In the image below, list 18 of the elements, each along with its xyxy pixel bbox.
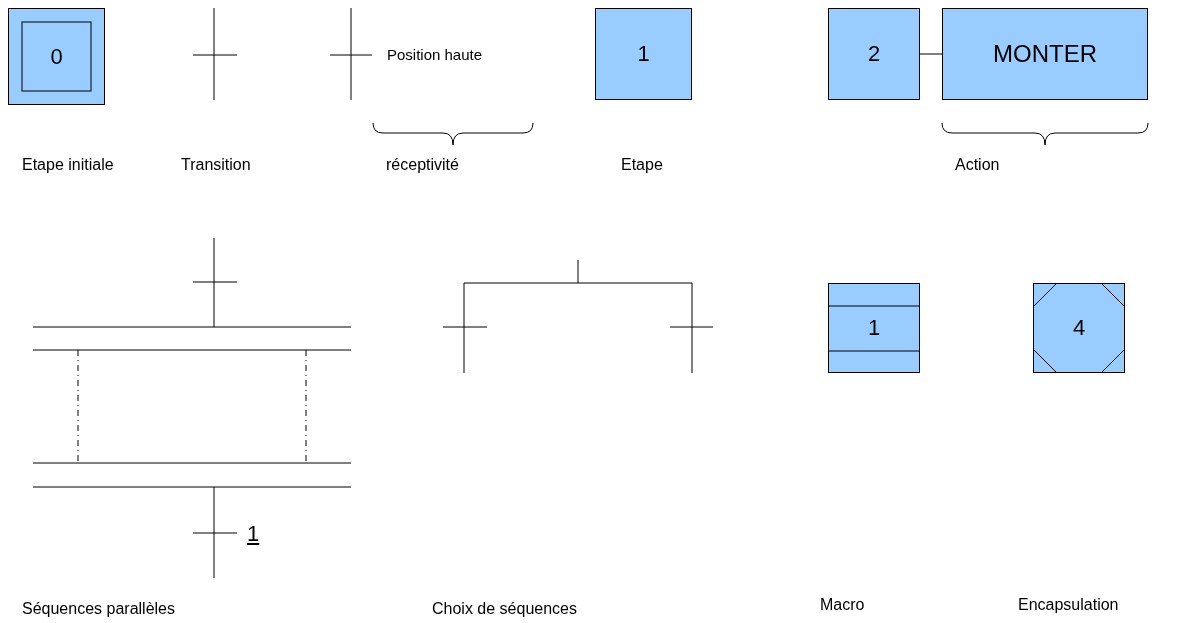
caption: réceptivité [386,156,459,174]
connector-line [919,53,943,55]
transition-number: 1 [247,521,260,547]
caption: Macro [820,596,865,614]
encapsulating-step-box: 4 [1033,283,1125,373]
caption: Séquences parallèles [22,600,175,618]
caption: Encapsulation [1018,596,1119,614]
step-box: 2 [828,8,920,100]
caption: Action [955,156,1000,174]
caption: Transition [181,156,251,174]
action-box: MONTER [942,8,1148,100]
condition-label: Position haute [387,46,483,63]
caption: Etape [621,156,663,174]
caption: Etape initiale [22,156,114,174]
macro-step-box: 1 [828,283,920,373]
initial-step-box: 0 [8,8,105,105]
caption: Choix de séquences [432,600,577,618]
step-box: 1 [595,8,692,100]
